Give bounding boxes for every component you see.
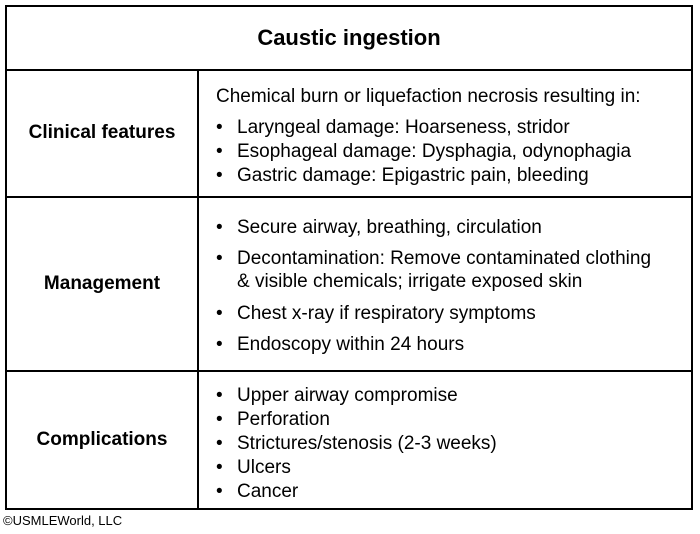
- list-item: • Strictures/stenosis (2-3 weeks): [216, 433, 497, 454]
- bullet-icon: •: [216, 334, 223, 355]
- bullet-icon: •: [216, 141, 223, 162]
- list-item: • Cancer: [216, 481, 299, 502]
- row-complications: Complications • Upper airway compromise …: [7, 372, 691, 508]
- bullet-icon: •: [216, 165, 223, 186]
- list-item: • Upper airway compromise: [216, 385, 458, 406]
- list-item: • Endoscopy within 24 hours: [216, 334, 465, 355]
- bullet-icon: •: [216, 481, 223, 502]
- list-item: • Esophageal damage: Dysphagia, odynopha…: [216, 141, 632, 162]
- bullet-icon: •: [216, 409, 223, 430]
- row-label-complications: Complications: [7, 372, 199, 508]
- caustic-ingestion-table: Caustic ingestion Clinical features Chem…: [5, 5, 693, 510]
- bullet-icon: •: [216, 303, 223, 324]
- bullet-icon: •: [216, 217, 223, 238]
- row-label-clinical-features: Clinical features: [7, 69, 199, 196]
- row-content-complications: • Upper airway compromise • Perforation …: [199, 372, 691, 508]
- row-label-management: Management: [7, 198, 199, 370]
- list-item: • Gastric damage: Epigastric pain, bleed…: [216, 165, 589, 186]
- copyright-notice: ©USMLEWorld, LLC: [3, 513, 123, 528]
- list-item: • Decontamination: Remove contaminated c…: [216, 248, 652, 292]
- list-item: • Secure airway, breathing, circulation: [216, 217, 542, 238]
- row-clinical-features: Clinical features Chemical burn or lique…: [7, 69, 691, 198]
- bullet-icon: •: [216, 248, 223, 269]
- bullet-icon: •: [216, 385, 223, 406]
- table-title: Caustic ingestion: [257, 25, 441, 50]
- clinical-features-intro: Chemical burn or liquefaction necrosis r…: [216, 86, 641, 107]
- table-title-row: Caustic ingestion: [7, 7, 691, 71]
- list-item: • Ulcers: [216, 457, 291, 478]
- list-item: • Chest x-ray if respiratory symptoms: [216, 303, 536, 324]
- bullet-icon: •: [216, 117, 223, 138]
- row-management: Management • Secure airway, breathing, c…: [7, 198, 691, 372]
- row-content-clinical-features: Chemical burn or liquefaction necrosis r…: [199, 69, 691, 196]
- row-content-management: • Secure airway, breathing, circulation …: [199, 198, 691, 370]
- list-item: • Laryngeal damage: Hoarseness, stridor: [216, 117, 570, 138]
- bullet-icon: •: [216, 433, 223, 454]
- list-item: • Perforation: [216, 409, 330, 430]
- bullet-icon: •: [216, 457, 223, 478]
